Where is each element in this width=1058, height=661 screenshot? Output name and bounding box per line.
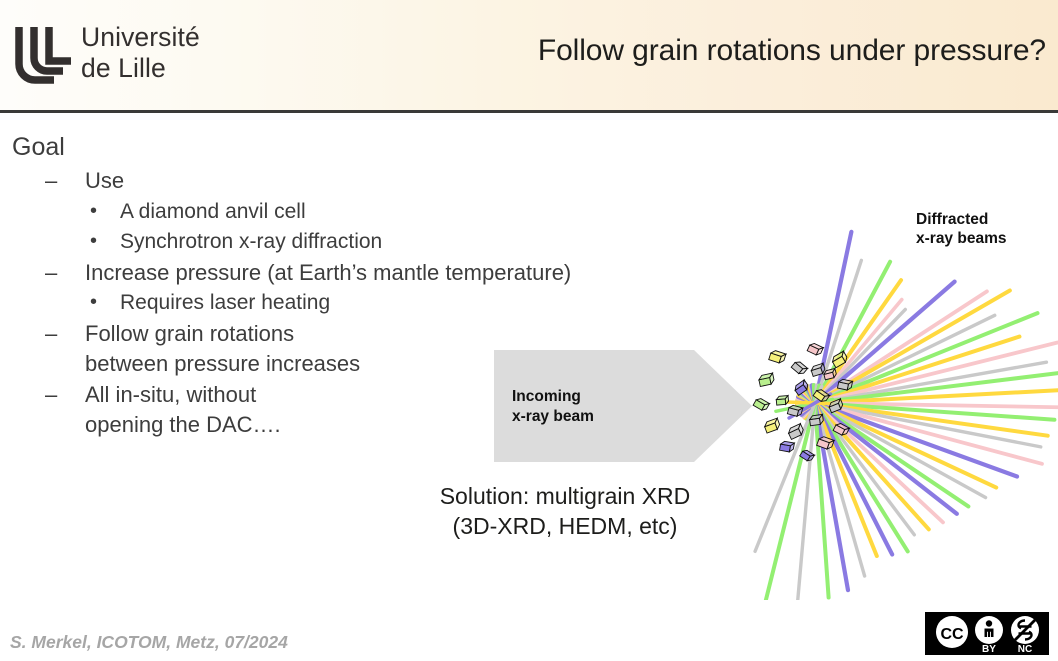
header-divider (0, 110, 1058, 113)
outline-item-l1: – Follow grain rotations between pressure… (0, 319, 660, 380)
crystal-grain (768, 350, 788, 364)
crystal-grain (823, 367, 837, 381)
footer-credit: S. Merkel, ICOTOM, Metz, 07/2024 (10, 632, 288, 652)
outline-bullet-marker: – (45, 320, 58, 346)
crystal-grain (831, 350, 848, 369)
diffracted-beams-label: Diffracted x-ray beams (916, 211, 1007, 247)
outline-bullet-marker: • (90, 199, 98, 222)
crystal-grain (794, 378, 809, 397)
logo-line-2: de Lille (81, 53, 166, 83)
outline-item-text: All in-situ, without opening the DAC…. (85, 381, 281, 438)
incoming-beam-label: Incoming x-ray beam (512, 388, 594, 425)
outline-item-l1: – All in-situ, without opening the DAC…. (0, 380, 660, 441)
crystal-grain (779, 440, 796, 453)
svg-text:NC: NC (1018, 644, 1032, 655)
crystal-grain (757, 371, 775, 388)
crystal-grain (816, 436, 836, 450)
crystal-grain (836, 378, 854, 392)
outline-item-l2: • Requires laser heating (0, 288, 660, 319)
outline-item-text: Synchrotron x-ray diffraction (120, 230, 383, 253)
outline-bullet-marker: – (45, 259, 58, 285)
outline-item-l1: – Use (0, 166, 660, 197)
crystal-grain (832, 423, 851, 436)
multigrain-diffraction-figure (752, 229, 1058, 600)
crystal-grain (810, 362, 826, 378)
diffracted-ray (799, 279, 957, 417)
slide-header: Université de Lille Follow grain rotatio… (0, 0, 1058, 112)
crystal-grain (787, 422, 804, 441)
crystal-grain (790, 361, 809, 375)
svg-text:BY: BY (982, 644, 996, 655)
outline-item-text: Increase pressure (at Earth’s mantle tem… (85, 259, 572, 285)
solution-caption: Solution: multigrain XRD (3D-XRD, HEDM, … (439, 483, 691, 539)
outline-item-text: Follow grain rotations between pressure … (85, 320, 361, 377)
grain-cluster-group (752, 342, 854, 462)
university-logo: Université de Lille (14, 22, 229, 88)
outline-item-text: Use (85, 168, 125, 193)
outline-bullet-marker: • (90, 230, 98, 252)
outline-list: – Use • A diamond anvil cell • Synchrotron x-… (0, 166, 660, 441)
incoming-beam-arrow-icon (494, 350, 752, 462)
goal-heading: Goal (12, 133, 65, 161)
outline-item-text: Requires laser heating (120, 291, 331, 314)
crystal-grain (799, 449, 816, 462)
crystal-grain (812, 389, 831, 403)
university-logo-text: Université de Lille (81, 22, 200, 84)
outline-item-l2: • Synchrotron x-ray diffraction (0, 227, 660, 258)
diffracted-rays-group (753, 229, 1058, 600)
outline-bullet-marker: • (90, 291, 98, 313)
crystal-grain (775, 394, 790, 406)
crystal-grain (752, 398, 771, 411)
creative-commons-by-nc-badge-icon: CC BY NC (925, 612, 1049, 655)
outline-bullet-marker: – (45, 168, 58, 193)
outline-item-l1: – Increase pressure (at Earth’s mantle te… (0, 258, 660, 289)
diffracted-ray (781, 400, 835, 406)
crystal-grain (763, 416, 781, 434)
diffracted-ray (795, 340, 1058, 410)
crystal-grain (808, 413, 824, 427)
crystal-grain (828, 397, 844, 414)
crystal-grain (806, 342, 825, 356)
outline-item-text: A diamond anvil cell (120, 199, 306, 223)
svg-text:CC: CC (940, 626, 964, 643)
outline-item-l2: • A diamond anvil cell (0, 197, 660, 228)
diffracted-ray (753, 384, 824, 554)
universite-de-lille-logo-icon (15, 27, 71, 84)
outline-bullet-marker: – (45, 381, 58, 407)
crystal-grain (786, 404, 804, 418)
slide-title: Follow grain rotations under pressure? (537, 34, 1046, 67)
logo-line-1: Université (81, 22, 200, 52)
